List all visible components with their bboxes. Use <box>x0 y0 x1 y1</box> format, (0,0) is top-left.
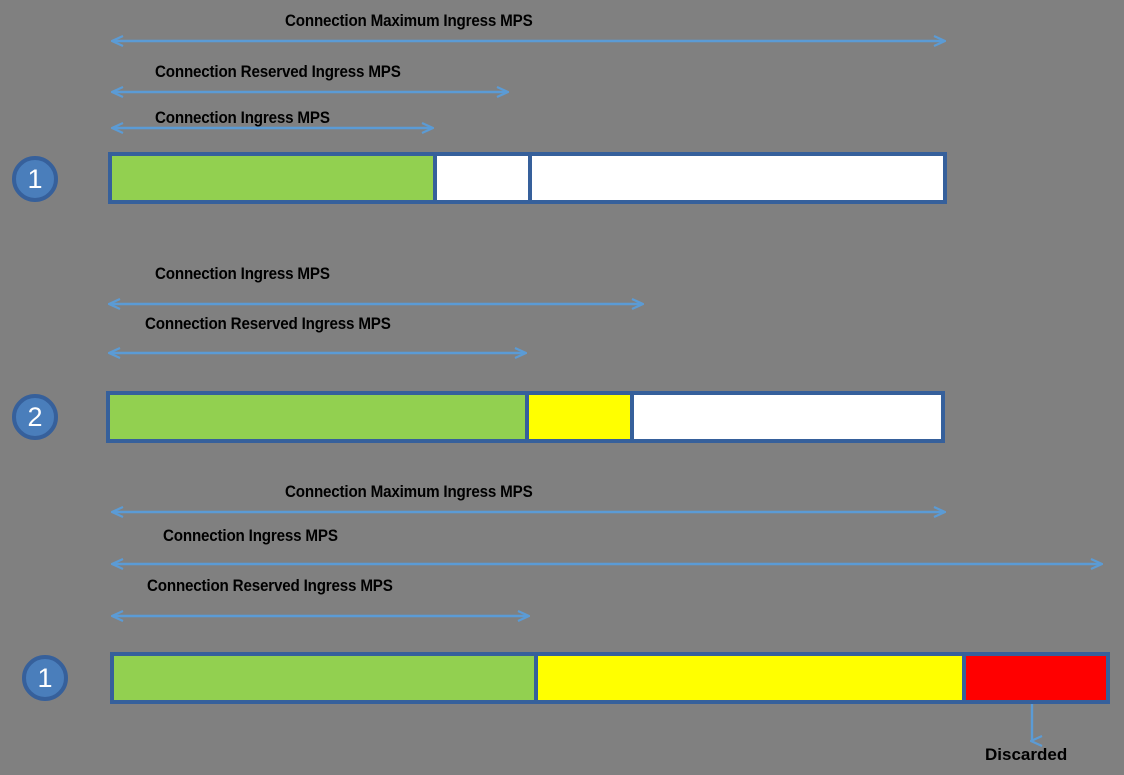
bar-row1-green-segment <box>112 156 437 200</box>
label-row2-reserved: Connection Reserved Ingress MPS <box>145 315 391 333</box>
label-row1-reserved: Connection Reserved Ingress MPS <box>155 63 401 81</box>
bar-row3-yellow-segment <box>538 656 966 700</box>
bar-row2-yellow-segment <box>529 395 634 439</box>
label-discarded: Discarded <box>985 745 1068 764</box>
label-row3-maximum: Connection Maximum Ingress MPS <box>285 483 533 501</box>
step-badge-2: 2 <box>12 394 58 440</box>
bar-row3-green-segment <box>114 656 538 700</box>
step-badge-1: 1 <box>12 156 58 202</box>
step-badge-3: 1 <box>22 655 68 701</box>
label-row1-ingress: Connection Ingress MPS <box>155 109 330 127</box>
bar-row2-white-segment <box>634 395 941 439</box>
bar-row3-red-segment <box>966 656 1106 700</box>
bar-row2 <box>106 391 945 443</box>
label-row3-reserved: Connection Reserved Ingress MPS <box>147 577 393 595</box>
bar-row1-white-segment-1 <box>437 156 532 200</box>
bar-row2-green-segment <box>110 395 529 439</box>
label-row3-ingress: Connection Ingress MPS <box>163 527 338 545</box>
bar-row1 <box>108 152 947 204</box>
label-row1-maximum: Connection Maximum Ingress MPS <box>285 12 533 30</box>
label-row2-ingress: Connection Ingress MPS <box>155 265 330 283</box>
bar-row1-white-segment-2 <box>532 156 943 200</box>
bar-row3 <box>110 652 1110 704</box>
